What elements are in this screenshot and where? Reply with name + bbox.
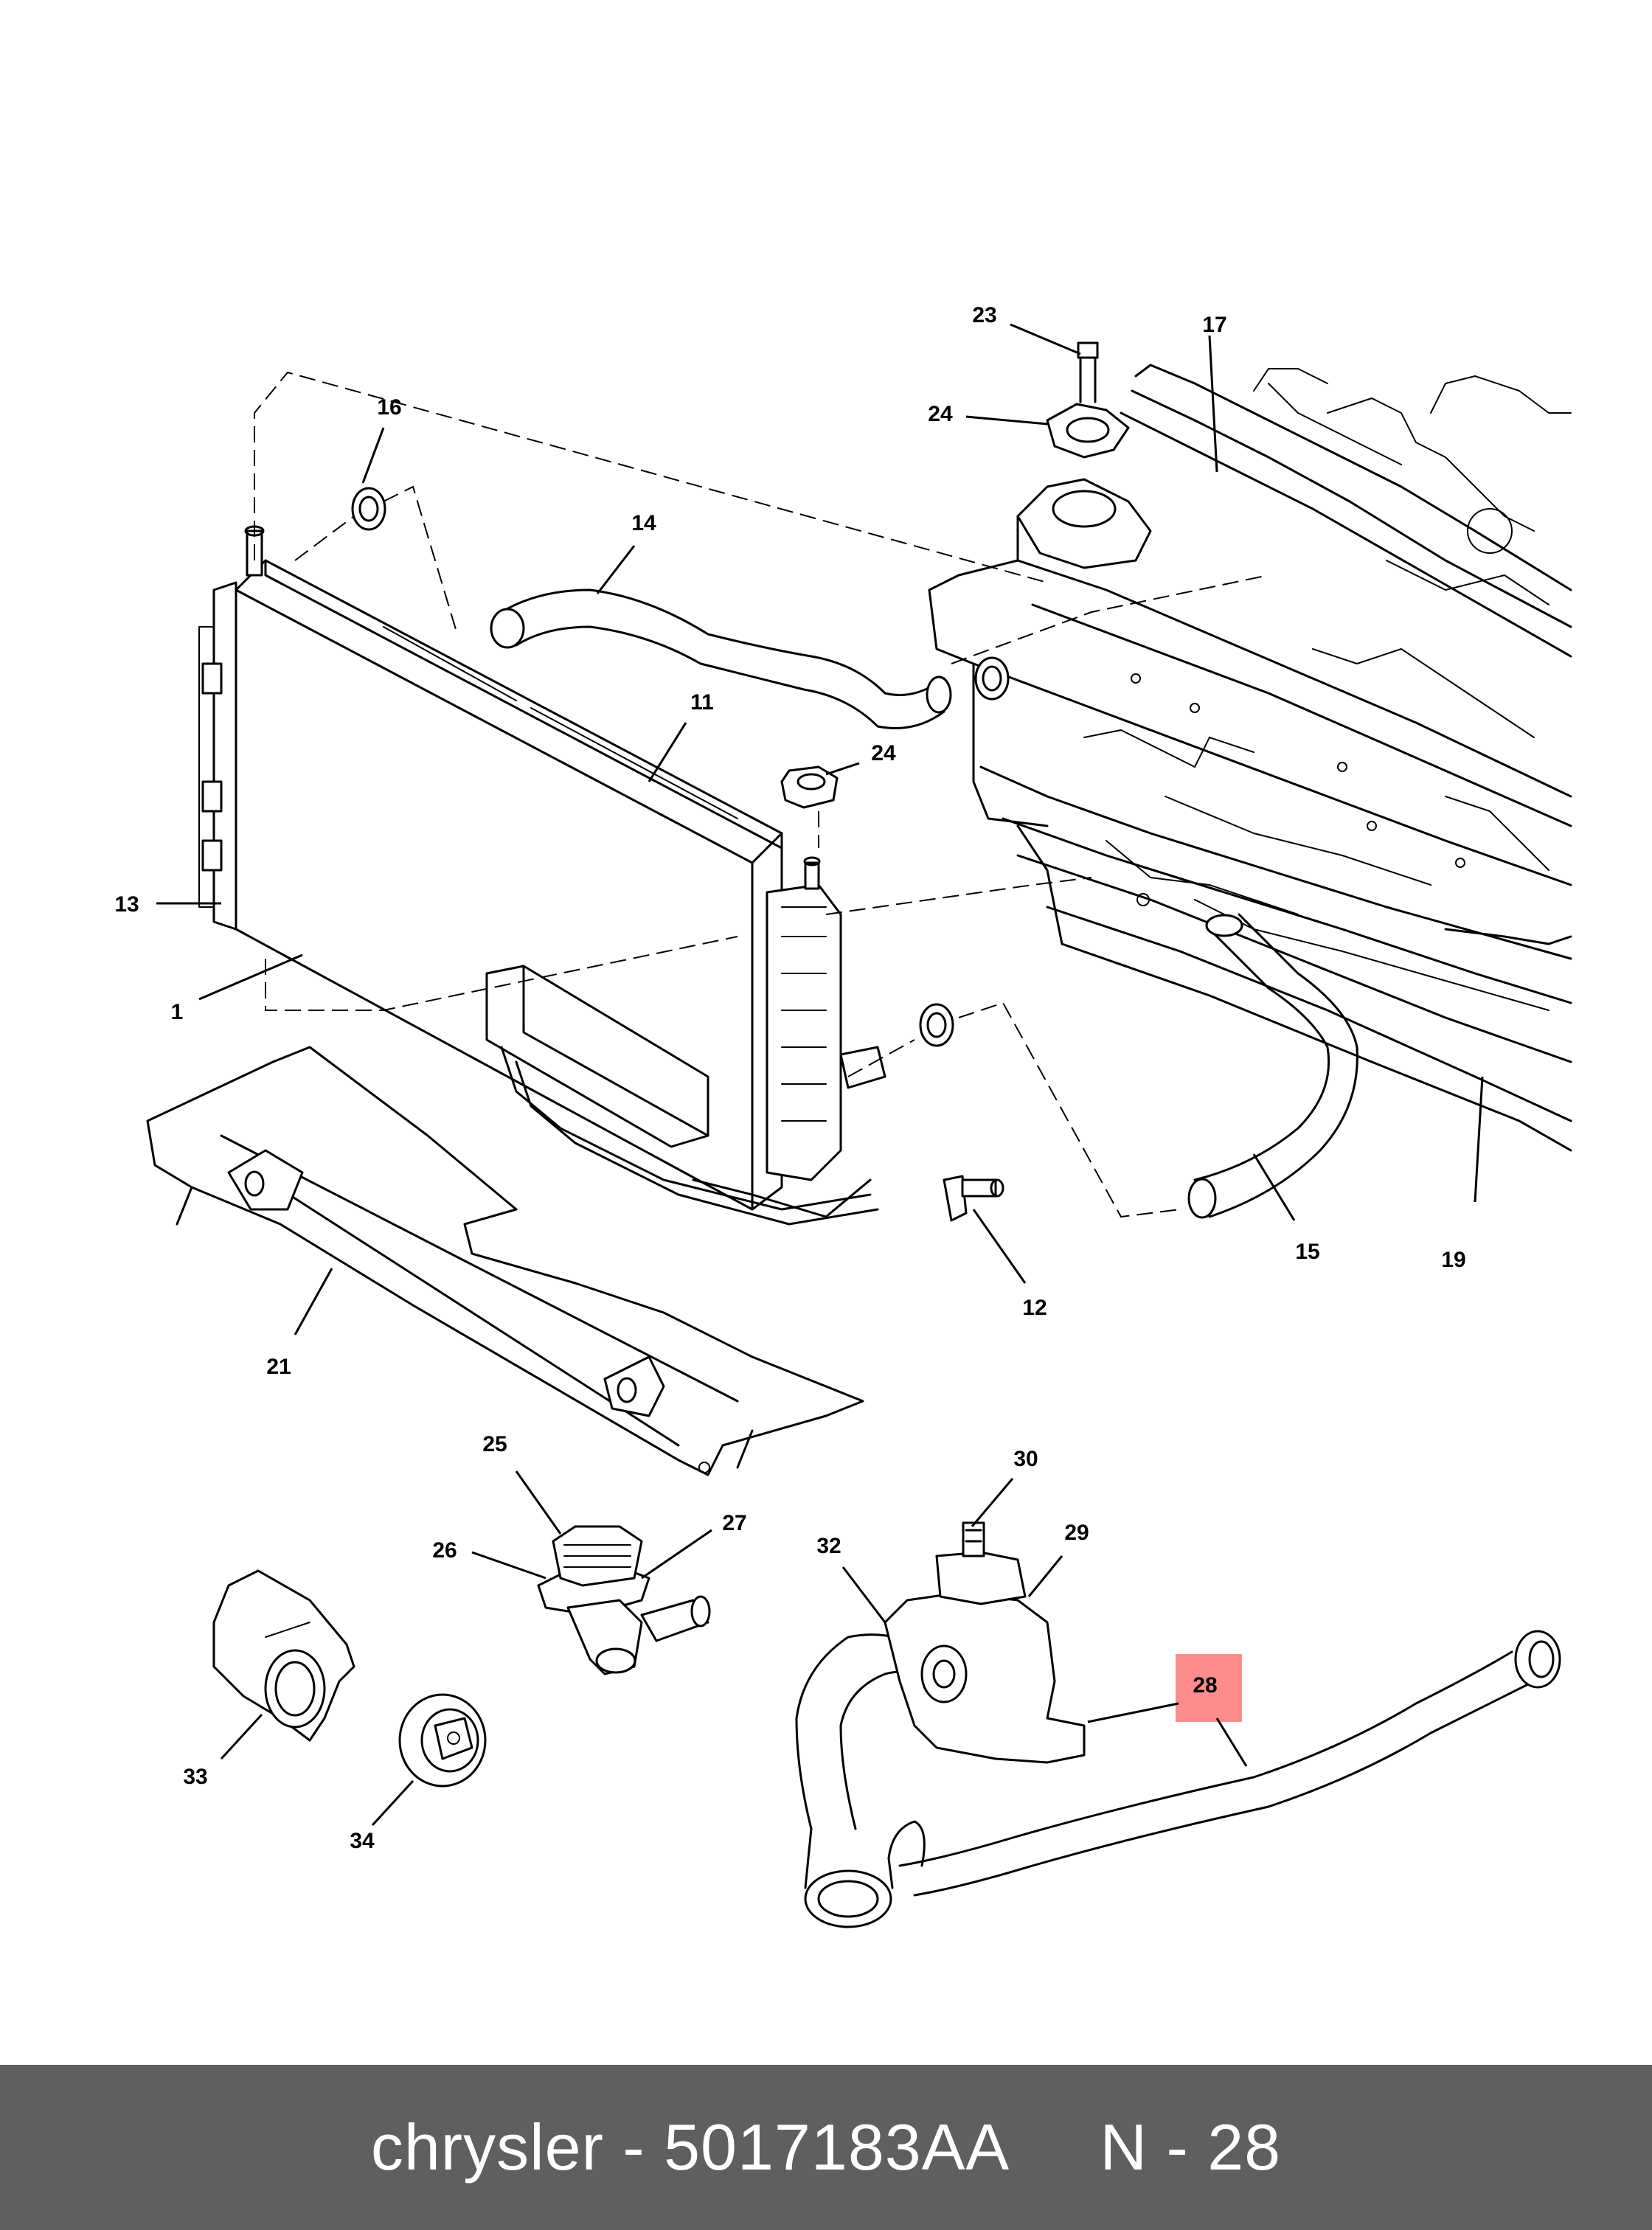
thermostat-adapter — [212, 1569, 355, 1742]
leader-lines — [156, 323, 1484, 1827]
part-caption: chrysler - 5017183AA N - 28 — [370, 2111, 1282, 2184]
callout-30: 30 — [1013, 1447, 1038, 1471]
callout-23: 23 — [972, 303, 996, 327]
insulator-lower — [780, 765, 839, 809]
callout-16: 16 — [377, 395, 401, 420]
hose-clamps — [351, 487, 1010, 1047]
callout-1: 1 — [171, 1000, 184, 1024]
lower-hose — [1187, 913, 1358, 1219]
callout-24-top: 24 — [928, 402, 953, 426]
coolant-pipe-assembly — [795, 1521, 1561, 1928]
oil-cooler — [485, 965, 879, 1226]
callout-11: 11 — [690, 690, 714, 715]
caption-bar: chrysler - 5017183AA N - 28 — [0, 2065, 1652, 2230]
engine-frame-assembly — [928, 364, 1572, 1152]
air-deflector — [146, 1046, 864, 1476]
callout-14: 14 — [631, 511, 656, 535]
highlight-box — [1176, 1654, 1242, 1722]
thermostat-housing — [537, 1525, 711, 1675]
thermostat — [398, 1693, 487, 1788]
radiator-side-tank — [766, 856, 886, 1181]
callout-34: 34 — [350, 1829, 375, 1853]
callout-28: 28 — [1193, 1673, 1217, 1698]
callout-26: 26 — [432, 1538, 457, 1563]
callout-17: 17 — [1202, 313, 1226, 337]
callout-27: 27 — [722, 1511, 746, 1535]
callout-32: 32 — [816, 1534, 841, 1558]
bracket-bolt — [943, 1175, 1004, 1222]
callout-labels: 1 11 12 13 14 15 16 17 19 21 23 24 24 25… — [114, 303, 1465, 1853]
upper-hose — [490, 588, 952, 729]
callout-12: 12 — [1022, 1296, 1047, 1320]
callout-15: 15 — [1295, 1240, 1319, 1264]
callout-24-lower: 24 — [871, 741, 896, 765]
callout-29: 29 — [1064, 1521, 1089, 1545]
callout-33: 33 — [183, 1765, 207, 1789]
callout-19: 19 — [1441, 1248, 1465, 1272]
callout-21: 21 — [266, 1355, 291, 1379]
callout-25: 25 — [482, 1432, 507, 1456]
parts-diagram: 1 11 12 13 14 15 16 17 19 21 23 24 24 25… — [114, 303, 1572, 1928]
mount-insulator-top — [1046, 341, 1130, 459]
callout-13: 13 — [114, 892, 139, 917]
connection-lines — [254, 371, 1269, 1218]
